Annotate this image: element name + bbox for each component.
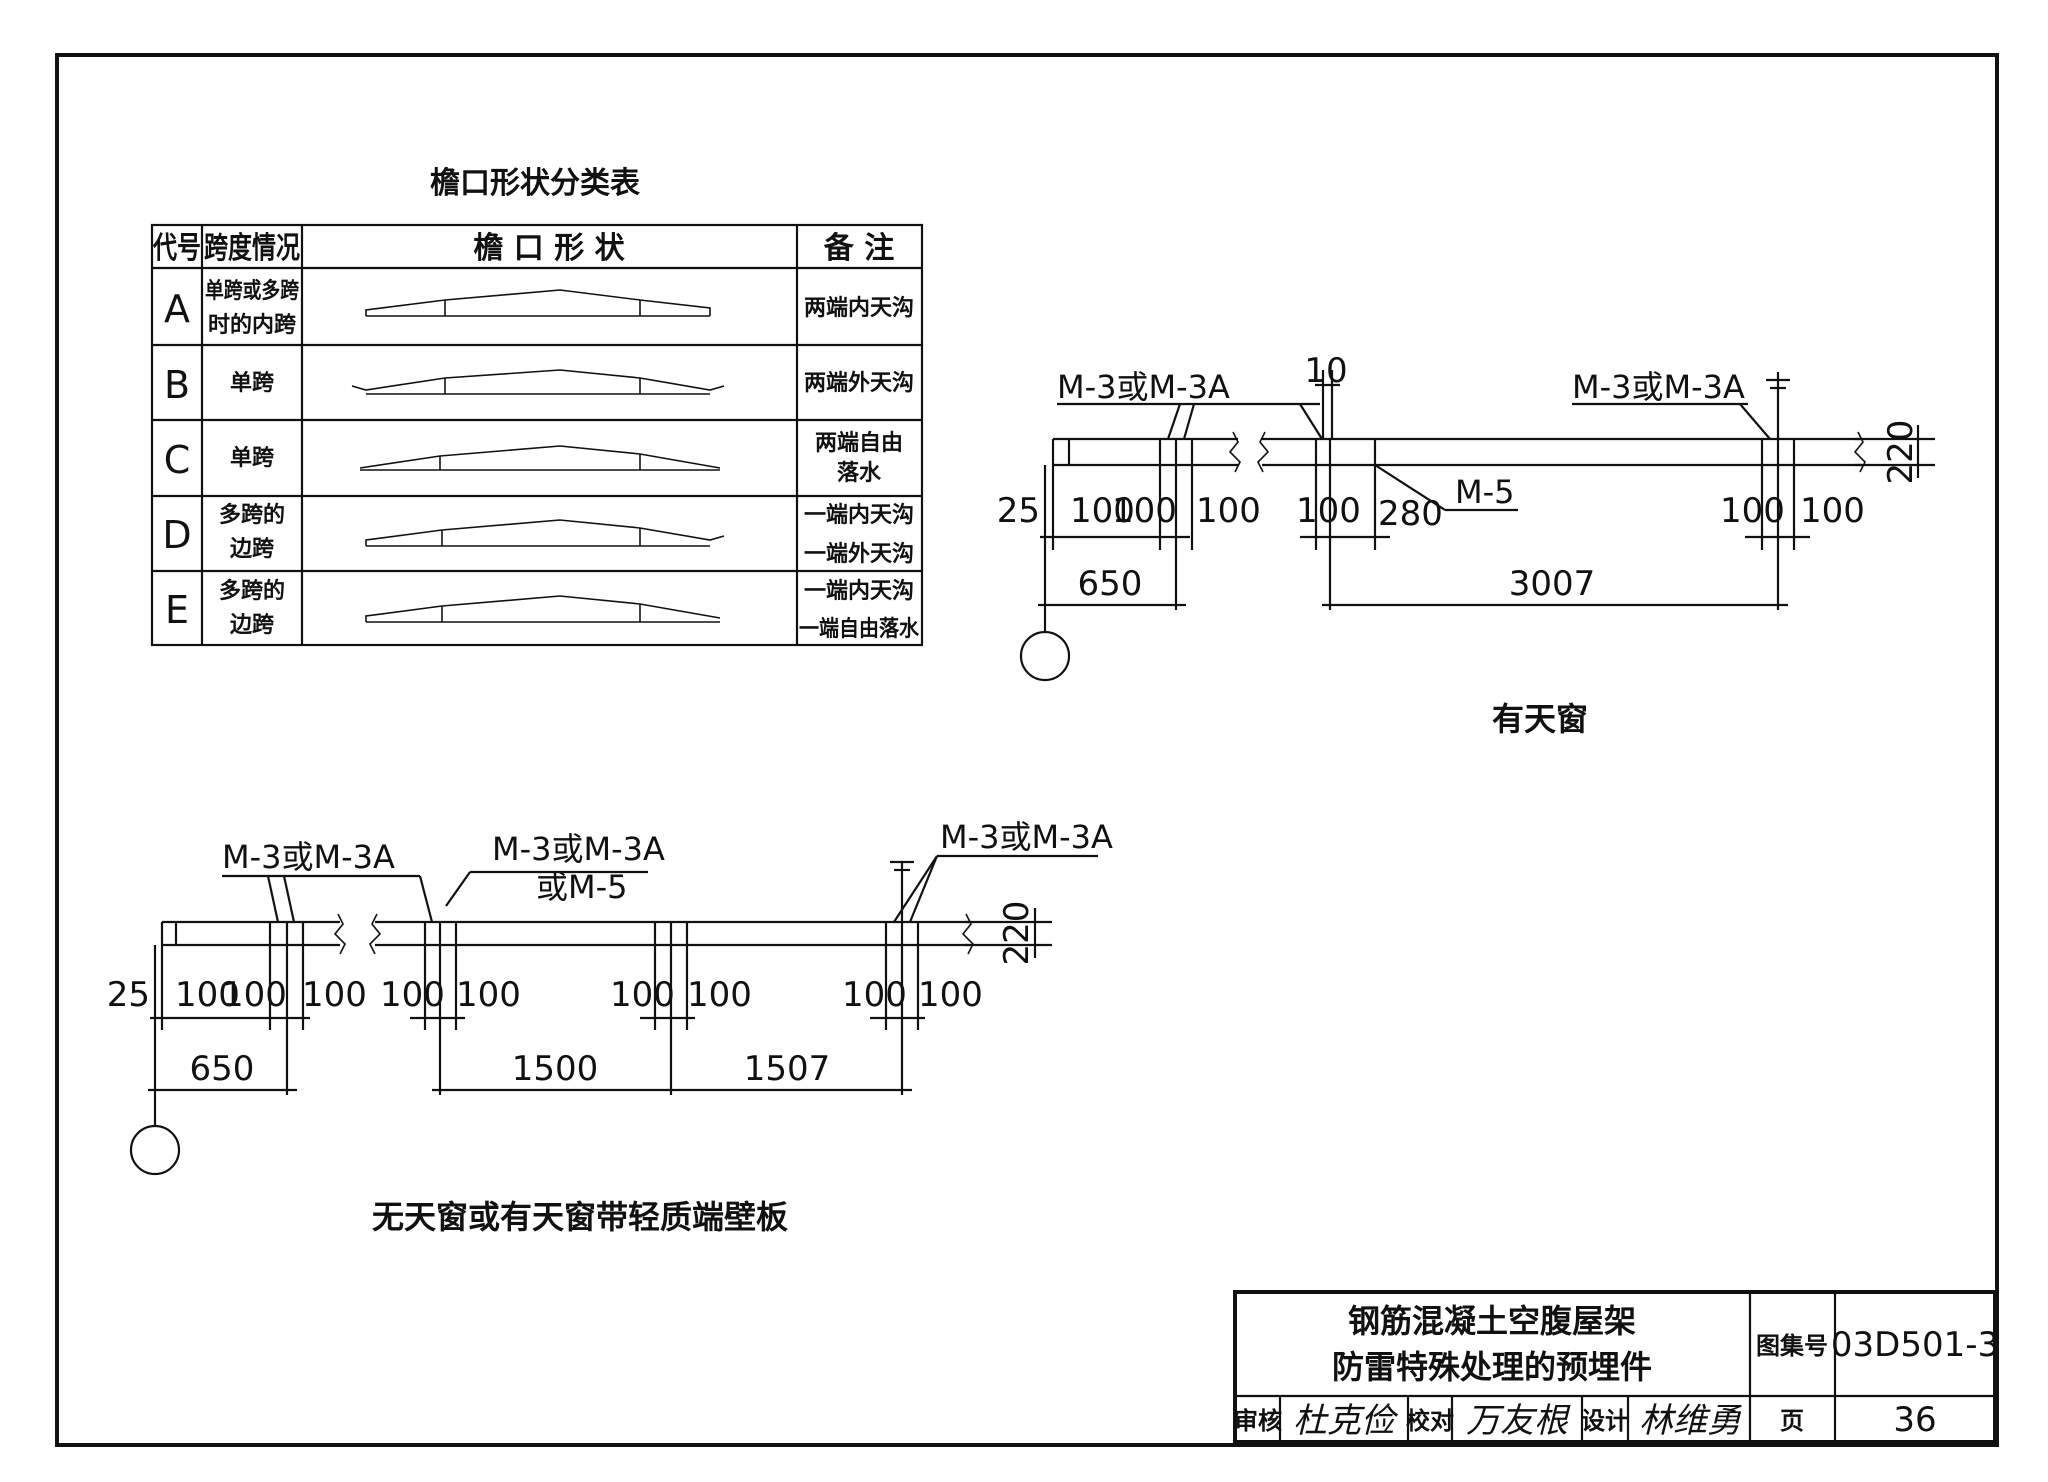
row-e-span-2: 边跨 [229, 613, 275, 638]
top-dim-100-b: 100 [1112, 491, 1177, 531]
row-d-span-1: 多跨的 [219, 502, 285, 528]
row-b-eave-sketch [351, 369, 725, 395]
bottom-dim-1500: 1500 [512, 1049, 599, 1089]
top-dim-100-e: 100 [1720, 491, 1785, 531]
bottom-label-right: M-3或M-3A [940, 818, 1113, 856]
row-c-span: 单跨 [230, 446, 275, 471]
title-line-2: 防雷特殊处理的预埋件 [1332, 1348, 1652, 1386]
header-shape: 檐 口 形 状 [473, 231, 625, 266]
header-span: 跨度情况 [204, 231, 300, 266]
check-label: 校对 [1406, 1407, 1454, 1435]
bottom-dim-100-h: 100 [842, 975, 907, 1015]
eave-table: 檐口形状分类表 代号 跨度情况 檐 口 形 状 备 注 A 单跨或多跨 时的内跨… [150, 166, 924, 647]
bottom-dim-100-b: 100 [222, 975, 287, 1015]
atlas-number: 03D501-3 [1831, 1325, 1999, 1365]
sheet-border [55, 53, 1999, 1447]
table-title: 檐口形状分类表 [430, 166, 640, 201]
page-label: 页 [1780, 1407, 1804, 1435]
row-d-eave-sketch [365, 519, 725, 547]
row-d-note-1: 一端内天沟 [804, 502, 914, 528]
row-e-code: E [165, 588, 189, 632]
row-d-note-2: 一端外天沟 [804, 541, 914, 567]
axis-circle [1019, 630, 1071, 682]
top-dim-650: 650 [1078, 564, 1143, 604]
bottom-dim-1507: 1507 [744, 1049, 831, 1089]
row-e-note-2: 一端自由落水 [799, 616, 920, 642]
row-e-eave-sketch [365, 595, 721, 623]
top-dim-220: 220 [1881, 420, 1921, 485]
review-label: 审核 [1234, 1407, 1282, 1435]
top-label-mid: M-5 [1455, 473, 1515, 511]
title-block: 钢筋混凝土空腹屋架 防雷特殊处理的预埋件 图集号 03D501-3 页 36 审… [1233, 1290, 1999, 1444]
row-e-span-1: 多跨的 [219, 578, 285, 604]
top-label-right: M-3或M-3A [1572, 368, 1745, 406]
row-b-span: 单跨 [230, 371, 275, 396]
row-d-span-2: 边跨 [229, 537, 275, 562]
bottom-dim-220: 220 [997, 901, 1037, 966]
row-a-note: 两端内天沟 [804, 295, 914, 321]
header-code: 代号 [152, 231, 201, 266]
bottom-dim-650: 650 [190, 1049, 255, 1089]
check-signature: 万友根 [1466, 1401, 1571, 1441]
top-dim-3007: 3007 [1509, 564, 1596, 604]
atlas-label: 图集号 [1756, 1332, 1828, 1360]
bottom-dim-100-g: 100 [687, 975, 752, 1015]
row-a-code: A [164, 287, 190, 331]
bottom-caption: 无天窗或有天窗带轻质端壁板 [372, 1198, 788, 1236]
top-caption: 有天窗 [1492, 700, 1588, 738]
row-d-code: D [162, 513, 191, 557]
design-label: 设计 [1581, 1407, 1629, 1435]
design-signature: 林维勇 [1639, 1401, 1743, 1441]
top-dim-100-f: 100 [1800, 491, 1865, 531]
bottom-chord-drawing: M-3或M-3A M-3或M-3A 或M-5 M-3或M-3A 220 25 1… [107, 818, 1113, 1236]
row-b-code: B [164, 363, 190, 407]
row-a-eave-sketch [365, 289, 711, 317]
top-label-left: M-3或M-3A [1057, 368, 1230, 406]
review-signature: 杜克俭 [1293, 1401, 1399, 1441]
top-chord-drawing: M-3或M-3A M-3或M-3A M-5 10 220 25 100 100 … [997, 351, 1935, 738]
bottom-dim-100-a: 100 [175, 975, 240, 1015]
title-line-1: 钢筋混凝土空腹屋架 [1348, 1302, 1636, 1340]
bottom-dim-100-c: 100 [302, 975, 367, 1015]
bottom-dim-100-d: 100 [380, 975, 445, 1015]
row-c-eave-sketch [359, 445, 721, 471]
top-dim-100-a: 100 [1070, 491, 1135, 531]
row-c-note-2: 落水 [837, 461, 882, 486]
top-dim-25: 25 [997, 491, 1040, 531]
bottom-label-mid-2: 或M-5 [536, 868, 628, 906]
row-c-code: C [164, 438, 191, 482]
bottom-dim-100-i: 100 [918, 975, 983, 1015]
bottom-dim-100-f: 100 [610, 975, 675, 1015]
top-dim-10: 10 [1304, 351, 1347, 391]
top-dim-280: 280 [1378, 494, 1443, 534]
bottom-label-left: M-3或M-3A [222, 838, 395, 876]
row-a-span-2: 时的内跨 [208, 312, 297, 338]
top-dim-100-c: 100 [1196, 491, 1261, 531]
top-dim-100-d: 100 [1296, 491, 1361, 531]
bottom-label-mid-1: M-3或M-3A [492, 830, 665, 868]
header-note: 备 注 [824, 231, 894, 266]
row-c-note-1: 两端自由 [815, 430, 903, 456]
bottom-dim-25: 25 [107, 975, 150, 1015]
row-e-note-1: 一端内天沟 [804, 578, 914, 604]
bottom-dim-100-e: 100 [456, 975, 521, 1015]
page-number: 36 [1893, 1400, 1936, 1440]
row-a-span-1: 单跨或多跨 [205, 278, 300, 304]
axis-circle-bottom [129, 1124, 181, 1176]
row-b-note: 两端外天沟 [804, 370, 914, 396]
